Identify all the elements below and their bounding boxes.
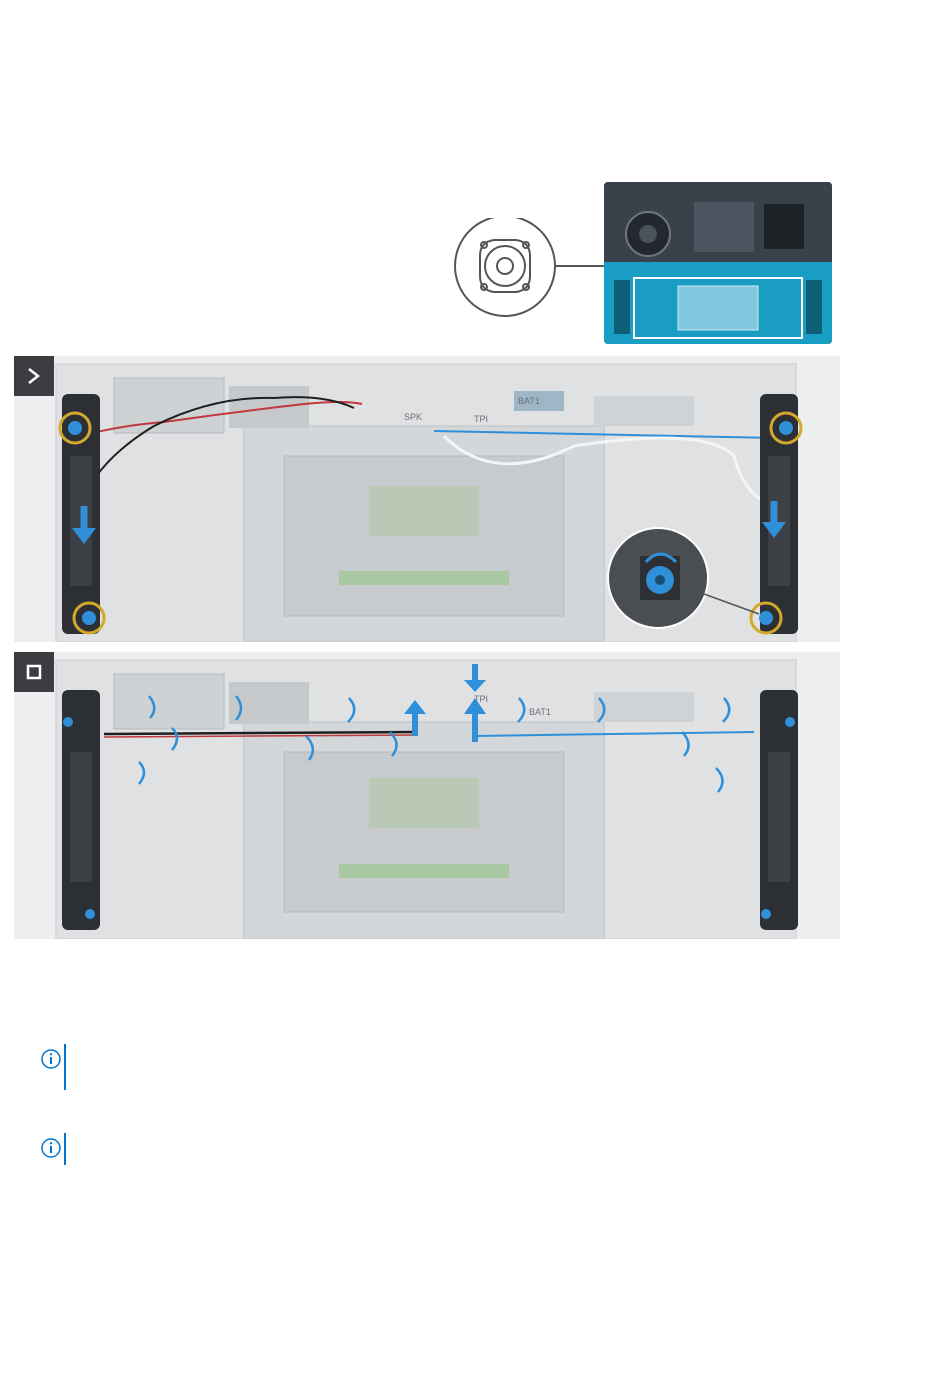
step-1-panel: BAT1 TPI SPK [14,356,840,642]
note-2-rule [64,1133,66,1165]
info-icon [40,1137,62,1159]
cable-routing-illustration: BAT1 TPI [14,652,840,939]
bat1-label-2: BAT1 [529,707,551,717]
chevron-right-icon [14,356,54,396]
square-stop-icon [14,652,54,692]
laptop-thumbnail [604,182,832,344]
left-speaker [60,394,104,634]
step-2-panel: BAT1 TPI [14,652,840,939]
speaker-install-illustration: BAT1 TPI SPK [14,356,840,642]
speaker-icon [455,218,555,316]
note-1-rule [64,1044,66,1090]
bat1-label: BAT1 [518,396,540,406]
speaker-callout [450,218,610,334]
tpi-label: TPI [474,414,488,424]
info-icon [40,1048,62,1070]
spk-label: SPK [404,412,422,422]
